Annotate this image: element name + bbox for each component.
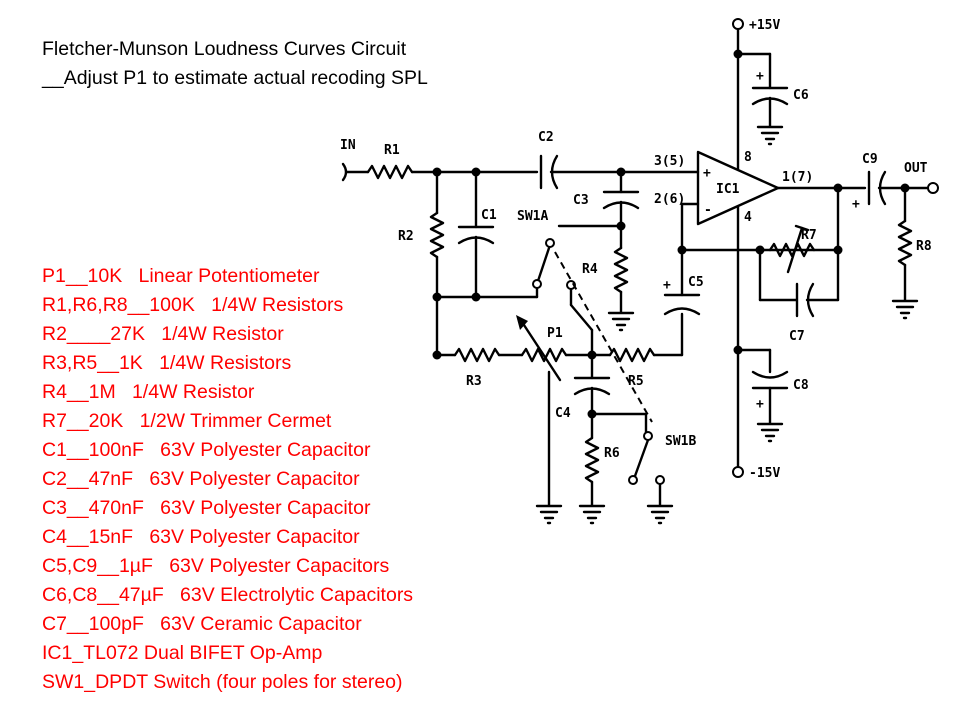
junction-dot: [432, 167, 442, 177]
junction-dot: [733, 345, 743, 355]
sw1a-label: SW1A: [517, 209, 548, 224]
pin-vcc-label: 8: [744, 150, 752, 165]
part-c2: C2__47nF 63V Polyester Capacitor: [42, 468, 360, 490]
junction-dot: [587, 350, 597, 360]
noninv-sign: +: [703, 166, 711, 181]
ic1-label: IC1: [716, 182, 740, 197]
c5-polarity: +: [663, 278, 671, 293]
part-p1: P1__10K Linear Potentiometer: [42, 265, 320, 287]
resistor-r4: [613, 246, 629, 294]
diagram-subtitle: __Adjust P1 to estimate actual recoding …: [42, 67, 428, 89]
r1-label: R1: [384, 143, 400, 158]
part-c1: C1__100nF 63V Polyester Capacitor: [42, 439, 371, 461]
ground-icon: [646, 504, 674, 525]
output-label: OUT: [904, 161, 928, 176]
trimmer-r7: [768, 224, 816, 274]
c2-label: C2: [538, 130, 554, 145]
r2-label: R2: [398, 229, 414, 244]
part-ic1: IC1_TL072 Dual BIFET Op-Amp: [42, 642, 323, 664]
junction-dot: [432, 350, 442, 360]
c7-label: C7: [789, 329, 805, 344]
resistor-r6: [584, 436, 600, 484]
c1-label: C1: [481, 208, 497, 223]
c5-label: C5: [688, 275, 704, 290]
pin-out-label: 1(7): [782, 170, 813, 185]
junction-dot: [616, 167, 626, 177]
c6-label: C6: [793, 88, 809, 103]
ground-icon: [756, 422, 784, 443]
supply-neg-terminal: [732, 466, 744, 478]
c6-polarity: +: [756, 69, 764, 84]
junction-dot: [755, 245, 765, 255]
part-r4: R4__1M 1/4W Resistor: [42, 381, 255, 403]
switch-linkage: [554, 251, 653, 423]
switch-sw1b: [628, 412, 665, 507]
r3-label: R3: [466, 374, 482, 389]
inv-sign: -: [704, 203, 712, 218]
ground-icon: [578, 504, 606, 525]
pin-noninv-label: 3(5): [654, 154, 685, 169]
r5-label: R5: [628, 374, 644, 389]
c3-label: C3: [573, 193, 589, 208]
junction-dot: [677, 245, 687, 255]
capacitor-c5: [663, 293, 701, 316]
r8-label: R8: [916, 239, 932, 254]
c4-label: C4: [555, 406, 571, 421]
r6-label: R6: [604, 446, 620, 461]
resistor-r8: [897, 219, 913, 267]
c8-polarity: +: [756, 397, 764, 412]
junction-dot: [616, 221, 626, 231]
supply-pos-label: +15V: [749, 18, 780, 33]
junction-dot: [833, 183, 843, 193]
part-c4: C4__15nF 63V Polyester Capacitor: [42, 526, 360, 548]
junction-dot: [432, 292, 442, 302]
r7-label: R7: [801, 228, 817, 243]
resistor-r1: [366, 164, 414, 180]
resistor-r3: [453, 347, 501, 363]
ground-icon: [891, 299, 919, 320]
junction-dot: [900, 183, 910, 193]
supply-neg-label: -15V: [749, 466, 780, 481]
resistor-r5: [608, 347, 656, 363]
input-terminal: [341, 162, 370, 182]
input-label: IN: [340, 138, 356, 153]
part-c7: C7__100pF 63V Ceramic Capacitor: [42, 613, 362, 635]
supply-pos-terminal: [732, 18, 744, 30]
part-c3: C3__470nF 63V Polyester Capacitor: [42, 497, 371, 519]
c9-label: C9: [862, 152, 878, 167]
ground-icon: [535, 504, 563, 525]
junction-dot: [471, 292, 481, 302]
ground-icon: [607, 311, 635, 332]
part-r3-r5: R3,R5__1K 1/4W Resistors: [42, 352, 292, 374]
switch-sw1a: [532, 238, 576, 307]
junction-dot: [471, 167, 481, 177]
part-c5-c9: C5,C9__1µF 63V Polyester Capacitors: [42, 555, 390, 577]
p1-label: P1: [547, 326, 563, 341]
ground-icon: [756, 125, 784, 146]
sw1b-label: SW1B: [665, 434, 696, 449]
part-r2: R2____27K 1/4W Resistor: [42, 323, 284, 345]
junction-dot: [833, 245, 843, 255]
output-terminal: [927, 182, 939, 194]
junction-dot: [733, 49, 743, 59]
capacitor-c8: [751, 370, 789, 390]
part-r7: R7__20K 1/2W Trimmer Cermet: [42, 410, 332, 432]
parts-list: P1__10K Linear Potentiometer R1,R6,R8__1…: [42, 262, 413, 697]
pin-inv-label: 2(6): [654, 192, 685, 207]
r4-label: R4: [582, 262, 598, 277]
potentiometer-p1: [516, 315, 568, 382]
wire-sw1a-p1: [569, 303, 594, 332]
c9-polarity: +: [852, 197, 860, 212]
part-r1-r6-r8: R1,R6,R8__100K 1/4W Resistors: [42, 294, 344, 316]
junction-dot: [587, 409, 597, 419]
part-c6-c8: C6,C8__47µF 63V Electrolytic Capacitors: [42, 584, 414, 606]
diagram-title: Fletcher-Munson Loudness Curves Circuit: [42, 38, 407, 60]
c8-label: C8: [793, 378, 809, 393]
part-sw1: SW1_DPDT Switch (four poles for stereo): [42, 671, 403, 693]
resistor-r2: [429, 211, 445, 259]
pin-vee-label: 4: [744, 210, 752, 225]
